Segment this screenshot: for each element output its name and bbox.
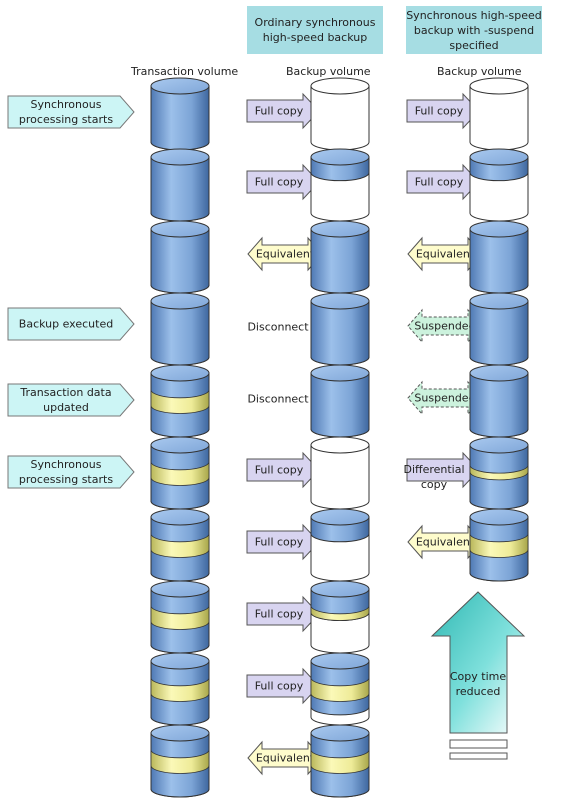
disconnect-label: Disconnect bbox=[247, 321, 309, 334]
transaction-volume-icon bbox=[150, 148, 210, 222]
event-label: Backup executed bbox=[7, 307, 135, 341]
transaction-volume-icon bbox=[150, 508, 210, 582]
event-text: Backup executed bbox=[19, 318, 113, 331]
backup-volume-icon bbox=[310, 292, 370, 366]
suspended-label: Suspended bbox=[414, 392, 475, 405]
transaction-volume-icon bbox=[150, 436, 210, 510]
equivalent-label: Equivalent bbox=[256, 752, 315, 765]
backup-volume-icon bbox=[310, 77, 370, 151]
equivalent-label: Equivalent bbox=[256, 248, 315, 261]
base-bar bbox=[449, 739, 508, 749]
full-copy-label: Full copy bbox=[415, 105, 464, 118]
backup-volume-icon bbox=[469, 508, 529, 582]
full-copy-arrow: Full copy bbox=[406, 92, 480, 130]
full-copy-arrow: Full copy bbox=[406, 163, 480, 201]
backup-volume-icon bbox=[310, 580, 370, 654]
full-copy-label: Full copy bbox=[255, 464, 304, 477]
full-copy-arrow: Full copy bbox=[246, 523, 320, 561]
full-copy-arrow: Full copy bbox=[246, 92, 320, 130]
column-header-backup-1: Backup volume bbox=[286, 65, 371, 78]
backup-volume-icon bbox=[310, 220, 370, 294]
equivalent-arrow: Equivalent bbox=[247, 236, 323, 272]
transaction-volume-icon bbox=[150, 364, 210, 438]
column-header-backup-2: Backup volume bbox=[437, 65, 522, 78]
backup-volume-icon bbox=[310, 148, 370, 222]
backup-volume-icon bbox=[310, 436, 370, 510]
transaction-volume-icon bbox=[150, 652, 210, 726]
backup-volume-icon bbox=[310, 508, 370, 582]
transaction-volume-icon bbox=[150, 292, 210, 366]
full-copy-arrow: Full copy bbox=[246, 667, 320, 705]
full-copy-arrow: Full copy bbox=[246, 595, 320, 633]
transaction-volume-icon bbox=[150, 220, 210, 294]
equivalent-label: Equivalent bbox=[416, 536, 475, 549]
backup-volume-icon bbox=[310, 364, 370, 438]
column-header-transaction: Transaction volume bbox=[131, 65, 239, 78]
full-copy-label: Full copy bbox=[255, 680, 304, 693]
base-bar bbox=[449, 752, 508, 760]
header-suspend: Synchronous high-speed backup with -susp… bbox=[406, 6, 542, 54]
equivalent-label: Equivalent bbox=[416, 248, 475, 261]
header-ordinary: Ordinary synchronous high-speed backup bbox=[247, 6, 383, 54]
full-copy-arrow: Full copy bbox=[246, 451, 320, 489]
backup-volume-icon bbox=[310, 652, 370, 726]
full-copy-label: Full copy bbox=[415, 176, 464, 189]
backup-volume-icon bbox=[469, 77, 529, 151]
suspended-arrow: Suspended bbox=[407, 380, 483, 416]
backup-volume-icon bbox=[469, 364, 529, 438]
backup-volume-icon bbox=[469, 436, 529, 510]
transaction-volume-icon bbox=[150, 724, 210, 798]
suspended-label: Suspended bbox=[414, 320, 475, 333]
full-copy-label: Full copy bbox=[255, 608, 304, 621]
backup-volume-icon bbox=[469, 220, 529, 294]
equivalent-arrow: Equivalent bbox=[247, 740, 323, 776]
equivalent-arrow: Equivalent bbox=[407, 236, 483, 272]
transaction-volume-icon bbox=[150, 580, 210, 654]
full-copy-arrow: Full copy bbox=[246, 163, 320, 201]
disconnect-label: Disconnect bbox=[247, 393, 309, 406]
full-copy-label: Full copy bbox=[255, 176, 304, 189]
backup-volume-icon bbox=[469, 292, 529, 366]
full-copy-label: Full copy bbox=[255, 105, 304, 118]
suspended-arrow: Suspended bbox=[407, 308, 483, 344]
backup-volume-icon bbox=[469, 148, 529, 222]
transaction-volume-icon bbox=[150, 77, 210, 151]
full-copy-label: Full copy bbox=[255, 536, 304, 549]
backup-volume-icon bbox=[310, 724, 370, 798]
